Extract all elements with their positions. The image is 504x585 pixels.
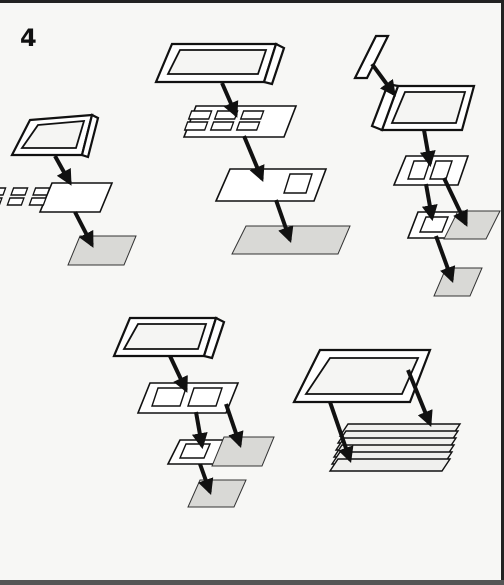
assembly-arrow xyxy=(372,64,394,94)
keypad-plate xyxy=(40,183,112,212)
assembly-bottom-right xyxy=(294,350,460,471)
ground-plane xyxy=(188,480,246,507)
ground-plane xyxy=(232,226,350,254)
ground-plane xyxy=(434,268,482,296)
mounting-bar xyxy=(355,36,388,78)
display-window xyxy=(124,324,206,349)
assembly-arrow xyxy=(55,156,70,183)
assembly-center xyxy=(156,44,350,254)
ground-plane xyxy=(68,236,136,265)
assembly-right xyxy=(355,36,500,296)
keypad-window xyxy=(152,388,186,406)
keypad-plate xyxy=(138,383,238,413)
assembly-left xyxy=(0,115,136,265)
assembly-bottom-left xyxy=(114,318,274,507)
keypad-cells xyxy=(0,188,50,205)
display-window xyxy=(392,92,465,123)
sensor-window xyxy=(180,444,210,458)
display-window xyxy=(168,50,266,74)
keypad-window xyxy=(188,388,222,406)
stacked-plates xyxy=(330,424,460,471)
